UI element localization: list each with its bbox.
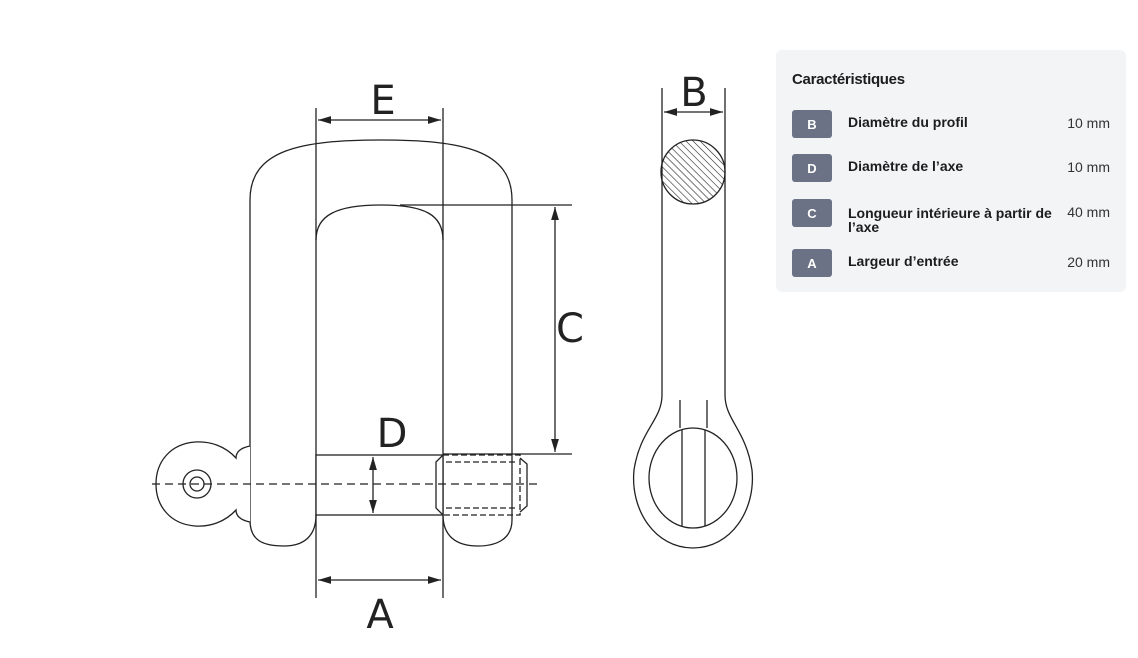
characteristic-row: A Largeur d’entrée 20 mm [792, 249, 1110, 277]
label-B: B [680, 70, 707, 116]
profile-section [660, 139, 726, 205]
characteristic-label: Diamètre du profil [848, 114, 968, 130]
panel-title: Caractéristiques [792, 71, 905, 88]
dimension-badge: A [792, 249, 832, 277]
characteristic-label: Longueur intérieure à partir de l’axe [848, 205, 1052, 235]
characteristic-row: B Diamètre du profil 10 mm [792, 110, 1110, 138]
shackle-diagram: E C D A B [152, 70, 754, 638]
dimension-badge: D [792, 154, 832, 182]
label-E: E [370, 78, 395, 124]
characteristic-row: D Diamètre de l’axe 10 mm [792, 154, 1110, 182]
label-C: C [556, 306, 584, 352]
characteristic-value: 40 mm [1067, 204, 1110, 220]
shackle-body [249, 139, 513, 547]
label-D: D [377, 411, 408, 457]
label-A: A [366, 592, 394, 638]
dimension-badge: C [792, 199, 832, 227]
characteristic-value: 20 mm [1067, 254, 1110, 270]
characteristic-label: Largeur d’entrée [848, 253, 959, 269]
dimension-badge: B [792, 110, 832, 138]
characteristic-row: C Longueur intérieure à partir de l’axe … [792, 199, 1110, 234]
characteristic-value: 10 mm [1067, 159, 1110, 175]
pin [315, 454, 444, 516]
characteristic-label: Diamètre de l’axe [848, 158, 964, 174]
characteristics-panel: Caractéristiques B Diamètre du profil 10… [776, 50, 1126, 292]
characteristic-value: 10 mm [1067, 115, 1110, 131]
